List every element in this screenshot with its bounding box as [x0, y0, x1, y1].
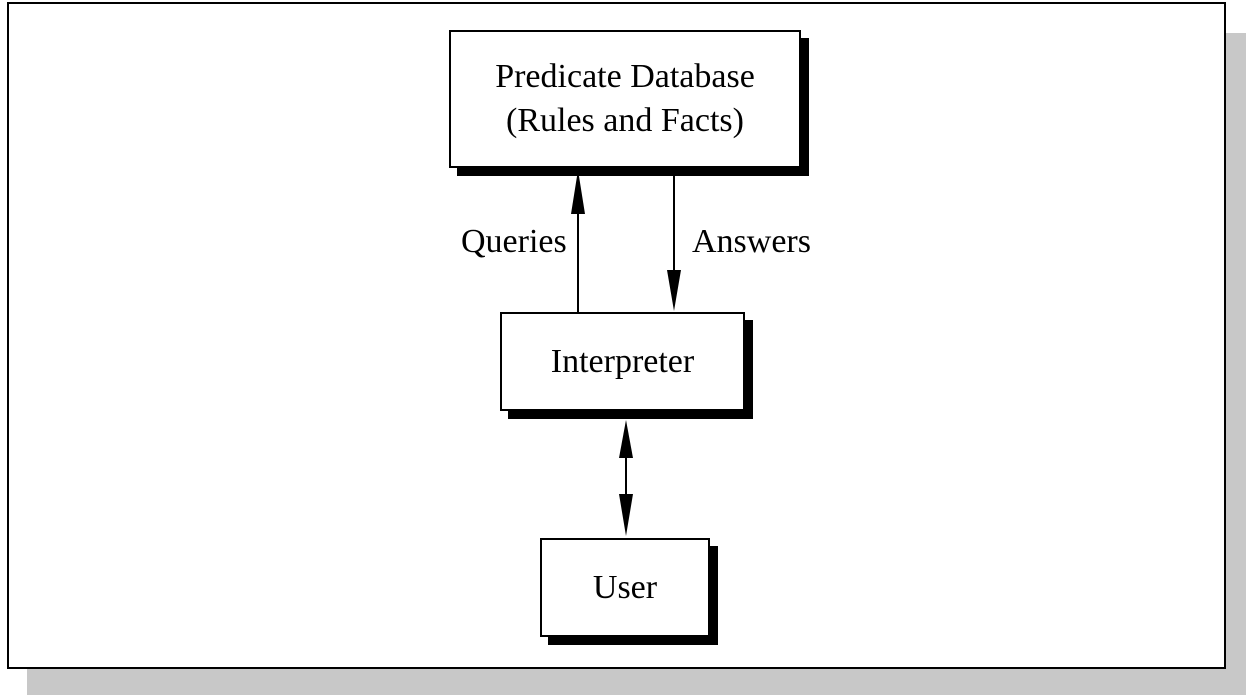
user-link-arrow: [619, 420, 633, 536]
interpreter-node: Interpreter: [500, 312, 745, 411]
answers-arrowhead: [667, 270, 681, 311]
queries-arrow: [571, 170, 585, 312]
database-node-subtitle: (Rules and Facts): [506, 102, 744, 139]
user-node: User: [540, 538, 710, 637]
answers-arrow: [667, 176, 681, 311]
answers-label: Answers: [692, 223, 811, 260]
database-node: Predicate Database (Rules and Facts): [449, 30, 801, 168]
queries-arrowhead: [571, 170, 585, 214]
user-link-arrowhead-up: [619, 420, 633, 458]
queries-label: Queries: [461, 223, 567, 260]
user-link-arrowhead-down: [619, 494, 633, 536]
user-node-label: User: [592, 568, 658, 606]
database-node-title: Predicate Database: [495, 58, 755, 95]
interpreter-node-label: Interpreter: [550, 342, 695, 380]
